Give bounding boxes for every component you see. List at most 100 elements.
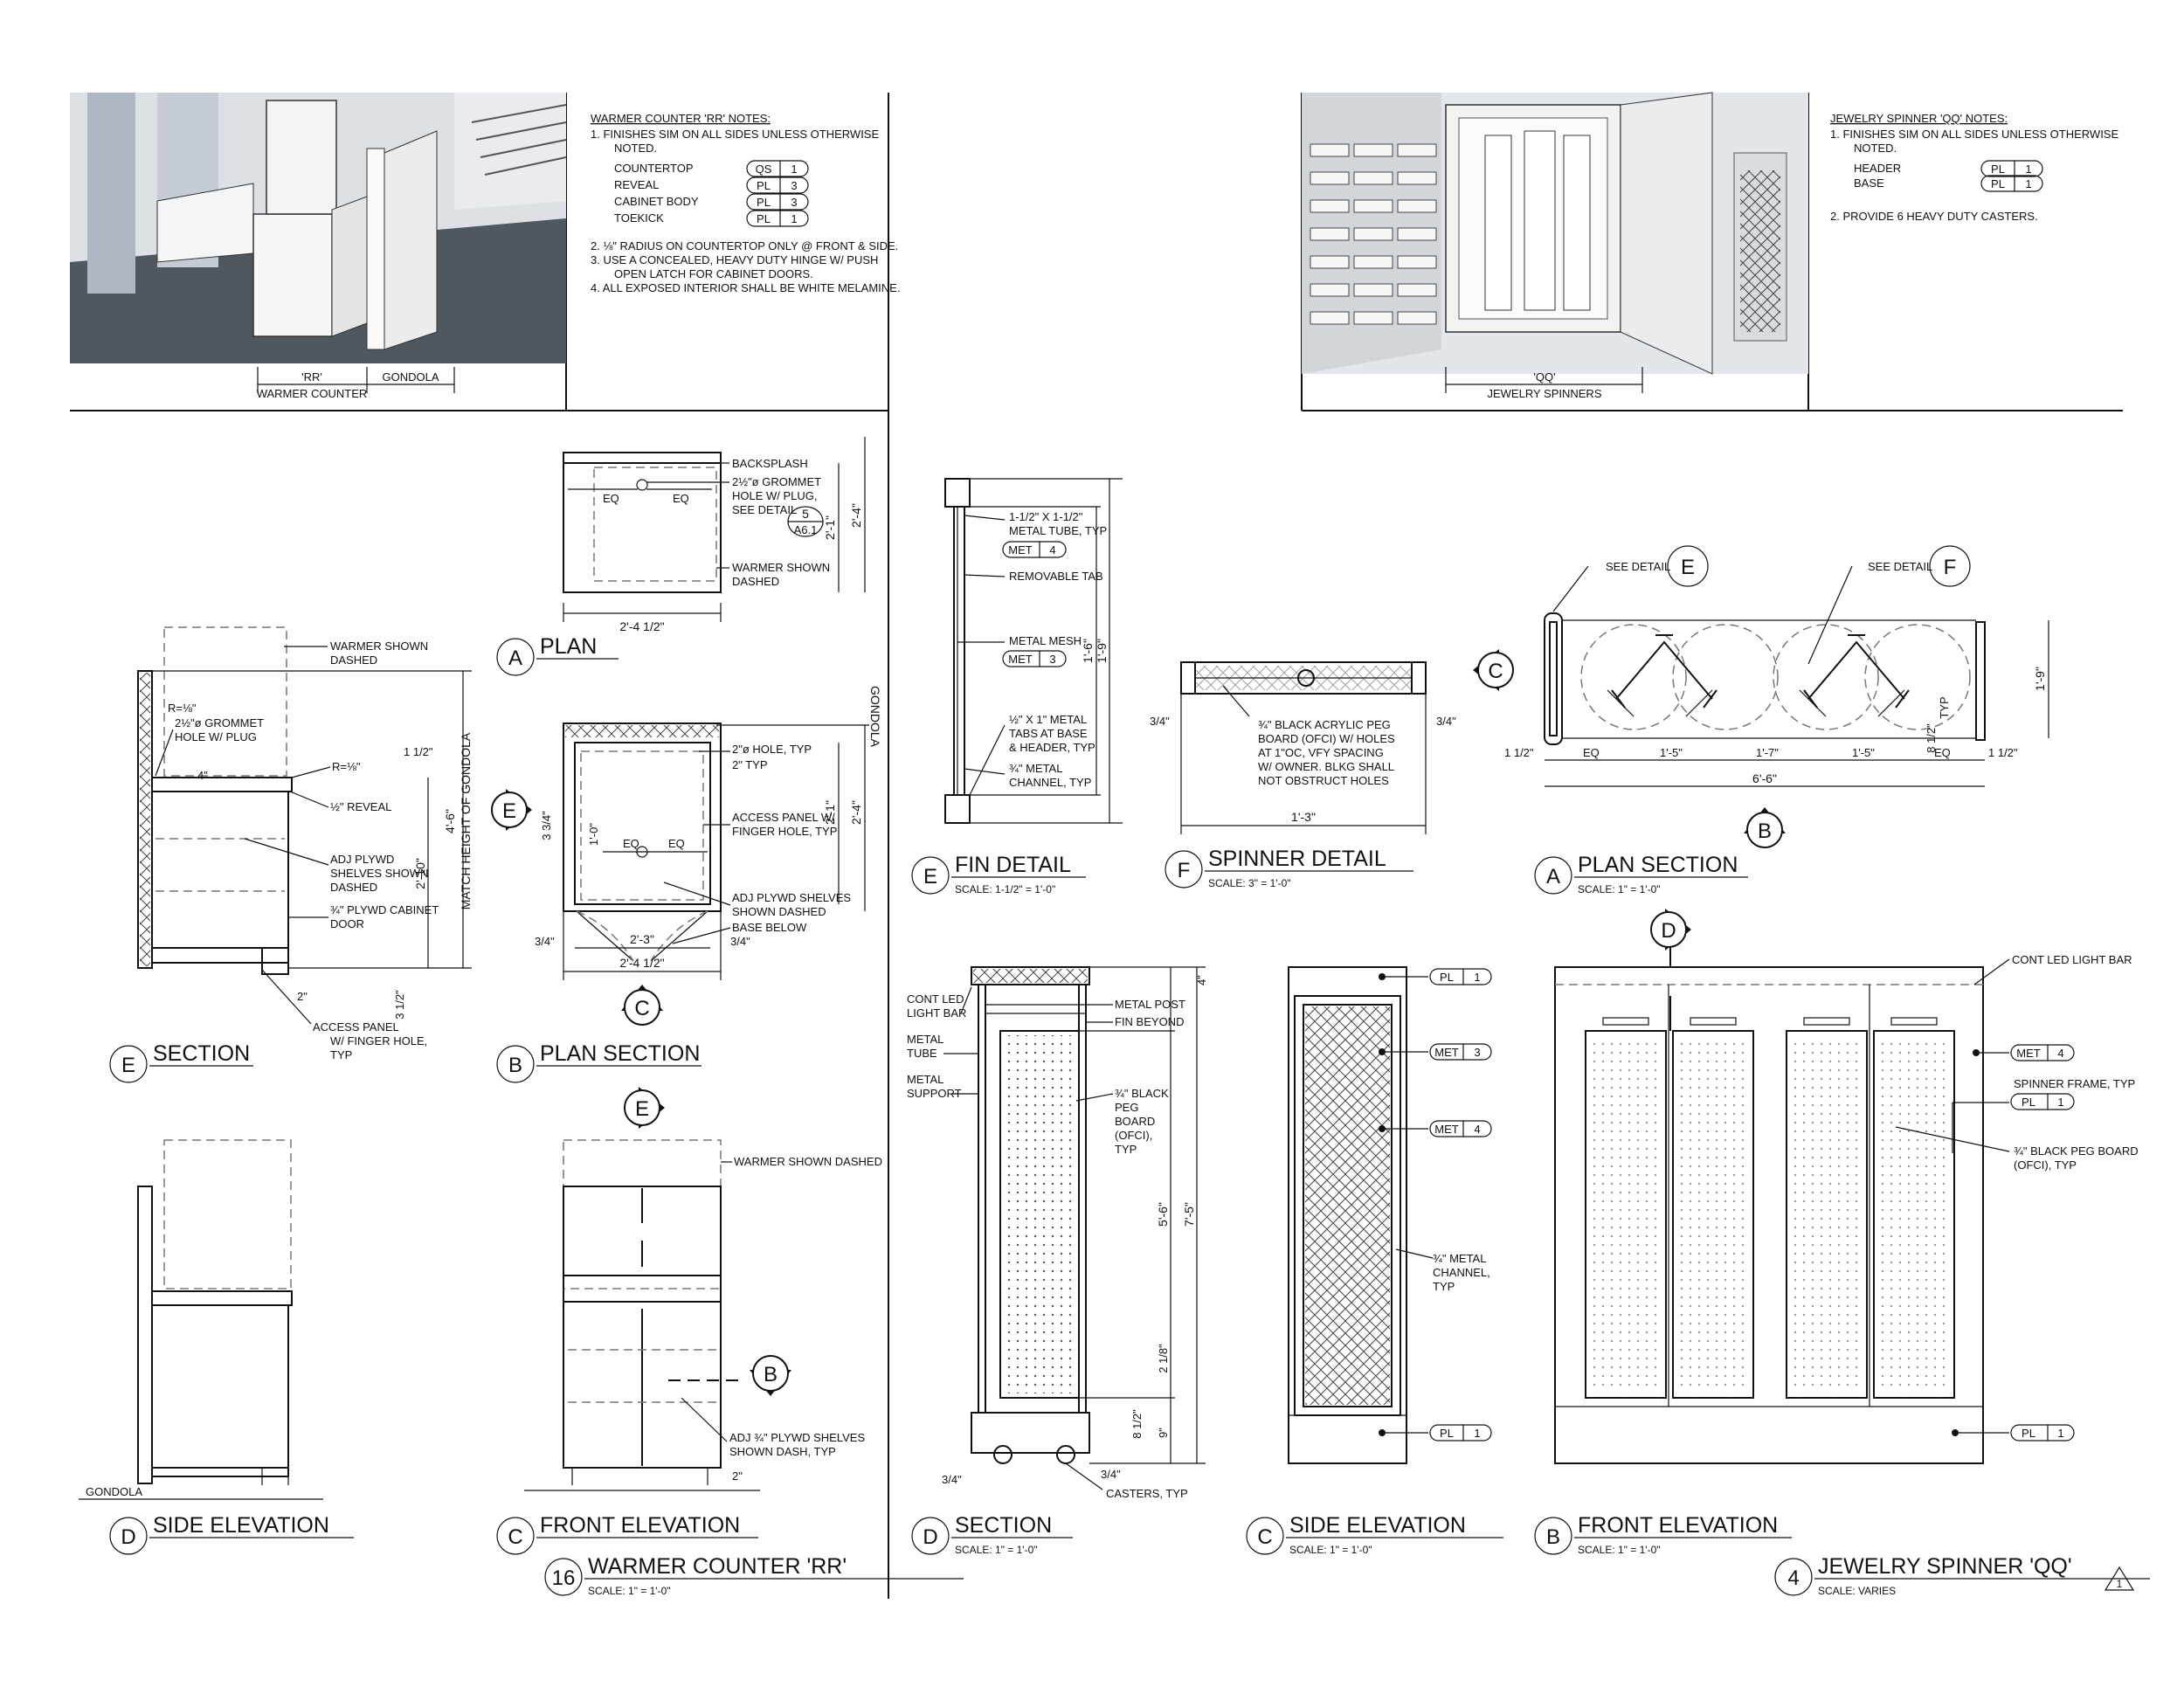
qq-marker-b-plan-letter: B	[1758, 819, 1772, 843]
title-qq-plan-section-text: PLAN SECTION	[1578, 853, 1738, 877]
title-rr-section-text: SECTION	[153, 1041, 250, 1066]
qq-sec-dim-4: 4"	[1195, 975, 1208, 985]
rr-plan-backsplash: BACKSPLASH	[732, 457, 808, 470]
qq-plan-dim-17: 1'-7"	[1756, 746, 1779, 759]
rr-section-reveal: ½" REVEAL	[330, 800, 391, 813]
fin-mesh: METAL MESH	[1009, 634, 1082, 647]
qq-marker-c-plan-letter: C	[1488, 660, 1503, 683]
qq-side-channel-2: CHANNEL,	[1433, 1266, 1490, 1279]
qq-sec-led-1: CONT LED	[907, 992, 964, 1006]
qq-plan-dim-112-2: 1 1/2"	[1988, 746, 2018, 759]
qq-sec-fin: FIN BEYOND	[1115, 1015, 1184, 1028]
qq-sec-tube-1: METAL	[907, 1033, 943, 1046]
rr-section-shelves-2: SHELVES SHOWN	[330, 867, 428, 880]
rr-plansec-dim-10: 1'-0"	[587, 823, 600, 846]
rr-marker-b-front: B	[750, 1355, 791, 1396]
rr-marker-e-plan-letter: E	[502, 799, 516, 823]
rr-plansec-width-1: 2'-3"	[630, 932, 654, 946]
rr-plan-grommet-3: SEE DETAIL	[732, 503, 797, 516]
rr-name: WARMER COUNTER	[257, 387, 368, 400]
rr-section-access-1: ACCESS PANEL	[313, 1020, 399, 1034]
qq-sec-peg-5: TYP	[1115, 1143, 1137, 1156]
rr-finish-tag-code: PL	[757, 212, 771, 225]
rr-section-access-2: W/ FINGER HOLE,	[330, 1034, 427, 1047]
rendering-dimension-qq: 'QQ' JEWELRY SPINNERS	[1445, 367, 1643, 400]
title-qq-spinner-detail-text: SPINNER DETAIL	[1208, 847, 1386, 871]
title-qq-plan-section-scale: SCALE: 1" = 1'-0"	[1578, 883, 1661, 895]
title-qq-section-letter: D	[923, 1525, 937, 1549]
qq-sec-support-1: METAL	[907, 1073, 943, 1086]
qq-sec-post: METAL POST	[1115, 998, 1185, 1011]
qq-front-tag-pl1: PL 1	[2010, 1093, 2075, 1110]
rr-finish-label: REVEAL	[614, 178, 659, 191]
rr-marker-e-plan: E	[491, 789, 532, 831]
rr-marker-b-front-letter: B	[764, 1363, 778, 1386]
spinner-peg-1: ¾" BLACK ACRYLIC PEG	[1258, 718, 1391, 731]
qq-sec-led-2: LIGHT BAR	[907, 1006, 966, 1020]
qq-front-tag-pl1-num: 1	[2057, 1096, 2063, 1109]
rr-side-elevation-drawing: GONDOLA	[79, 1139, 323, 1500]
title-qq-section-scale: SCALE: 1" = 1'-0"	[955, 1544, 1038, 1556]
title-rr-side-elevation-letter: D	[121, 1525, 135, 1549]
fin-tag-met3: MET 3	[1002, 650, 1067, 667]
rr-finish-label: CABINET BODY	[614, 195, 699, 208]
qq-section-drawing: CONT LED LIGHT BAR METAL TUBE METAL SUPP…	[907, 966, 1208, 1500]
fin-dim-16: 1'-6"	[1081, 639, 1095, 663]
rr-plansec-dim-334: 3 3/4"	[540, 811, 553, 840]
rr-plan-grommet-1: 2½"ø GROMMET	[732, 475, 821, 488]
rr-finish-tag-code: QS	[756, 162, 772, 176]
rr-section-drawing: WARMER SHOWN DASHED R=⅛" 2½"ø GROMMET HO…	[137, 626, 473, 1061]
rr-finish-tag-num: 3	[791, 179, 797, 192]
rr-section-dim-4: 4"	[197, 769, 208, 782]
revision-number: 1	[2117, 1578, 2123, 1590]
title-rr-front-elevation-text: FRONT ELEVATION	[540, 1513, 740, 1538]
qq-sec-peg-3: BOARD	[1115, 1115, 1155, 1128]
rr-plansec-shelves-2: SHOWN DASHED	[732, 905, 826, 918]
title-qq-front-elevation-scale: SCALE: 1" = 1'-0"	[1578, 1544, 1661, 1556]
qq-sec-dim-75: 7'-5"	[1182, 1202, 1196, 1227]
spinner-peg-2: BOARD (OFCI) W/ HOLES	[1258, 732, 1395, 745]
rr-finish-tag-num: 3	[791, 196, 797, 209]
rr-marker-c-plan-letter: C	[634, 997, 649, 1020]
rr-plansec-access-2: FINGER HOLE, TYP	[732, 825, 837, 838]
rr-section-door-1: ¾" PLYWD CABINET	[330, 903, 439, 916]
qq-side-tag-met3-num: 3	[1474, 1046, 1480, 1059]
rr-section-shelves-3: DASHED	[330, 881, 377, 894]
qq-front-tag-pl1-base: PL 1	[2010, 1424, 2075, 1442]
qq-front-tag-met4-code: MET	[2016, 1047, 2041, 1060]
qq-finish-label: HEADER	[1854, 162, 1901, 175]
rr-plan-detail-sheet: A6.1	[794, 523, 818, 536]
rr-plansec-base: BASE BELOW	[732, 921, 807, 934]
rr-plan-warmer-1: WARMER SHOWN	[732, 561, 830, 574]
qq-front-peg-1: ¾" BLACK PEG BOARD	[2014, 1144, 2139, 1158]
rr-finish-tag-code: PL	[757, 196, 771, 209]
spinner-panel	[1672, 1030, 1754, 1399]
rr-plan-eq-2: EQ	[673, 492, 689, 505]
rr-note-1b: NOTED.	[614, 142, 657, 155]
rr-plan-section-drawing: GONDOLA 2"ø HOLE, TYP 2" TYP ACCESS PANE…	[535, 686, 882, 980]
qq-sec-tube-2: TUBE	[907, 1047, 937, 1060]
qq-sec-peg-1: ¾" BLACK	[1115, 1087, 1169, 1100]
qq-plan-dim-15-2: 1'-5"	[1852, 746, 1875, 759]
spinner-dim-34-2: 3/4"	[1436, 715, 1456, 728]
title-qq-fin-detail-text: FIN DETAIL	[955, 853, 1071, 877]
fin-tag-met3-num: 3	[1049, 653, 1055, 666]
rr-notes-heading: WARMER COUNTER 'RR' NOTES:	[591, 112, 771, 125]
fin-tag-met3-code: MET	[1008, 653, 1033, 666]
rr-plan-grommet-2: HOLE W/ PLUG,	[732, 489, 818, 502]
qq-name: JEWELRY SPINNERS	[1487, 387, 1601, 400]
qq-front-tag-pl1-code: PL	[2022, 1096, 2035, 1109]
spinner-panel	[1786, 1030, 1868, 1399]
fin-channel-2: CHANNEL, TYP	[1009, 776, 1091, 789]
rr-plan-eq-1: EQ	[603, 492, 619, 505]
spinner-peg-3: AT 1"OC, VFY SPACING	[1258, 746, 1384, 759]
